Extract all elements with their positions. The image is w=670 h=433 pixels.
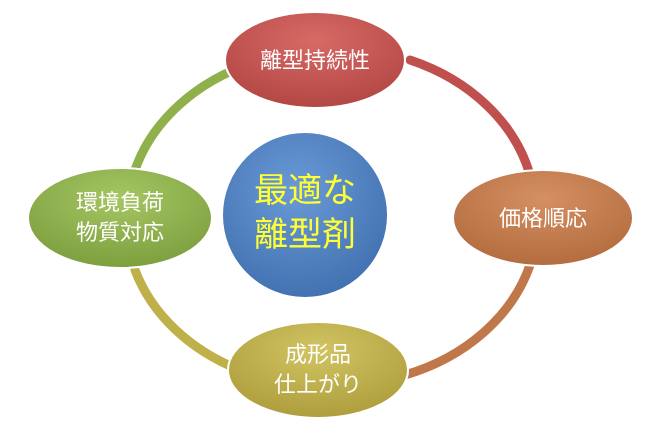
node-bottom-label-line-2: 仕上がり: [274, 373, 362, 398]
node-bottom-label-line-1: 成形品: [285, 343, 351, 368]
node-left: 環境負荷 物質対応: [27, 167, 213, 269]
node-bottom: 成形品 仕上がり: [227, 321, 409, 419]
center-label-line-1: 最適な: [254, 171, 356, 211]
node-left-label-line-2: 物質対応: [76, 221, 164, 246]
node-right-label: 価格順応: [499, 207, 587, 232]
arc-top-right: [405, 55, 535, 180]
node-left-label-line-1: 環境負荷: [76, 191, 164, 216]
node-top: 離型持続性: [224, 11, 406, 109]
node-right: 価格順応: [452, 169, 634, 267]
arc-right-bottom: [400, 260, 535, 380]
center-label-line-2: 離型剤: [254, 215, 356, 255]
arc-bottom-left: [130, 265, 245, 375]
center-node: 最適な 離型剤: [221, 131, 389, 299]
node-top-label: 離型持続性: [260, 49, 370, 74]
